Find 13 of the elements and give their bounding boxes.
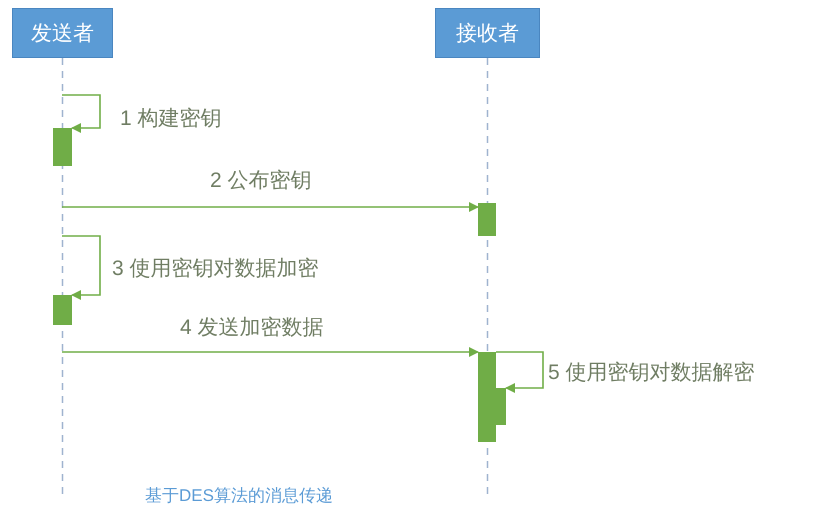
- caption: 基于DES算法的消息传递: [145, 485, 333, 507]
- activation-bar: [496, 388, 506, 425]
- activation-bar: [53, 295, 72, 325]
- message-arrow: [62, 202, 479, 212]
- message-arrow: [496, 351, 544, 393]
- message-arrow: [62, 347, 479, 357]
- message-arrow: [62, 94, 101, 133]
- activation-bar: [478, 352, 496, 442]
- actor-box: 接收者: [435, 8, 540, 58]
- activation-bar: [478, 203, 496, 236]
- activation-bar: [53, 128, 72, 166]
- message-arrow: [62, 235, 101, 300]
- actor-box: 发送者: [12, 8, 113, 58]
